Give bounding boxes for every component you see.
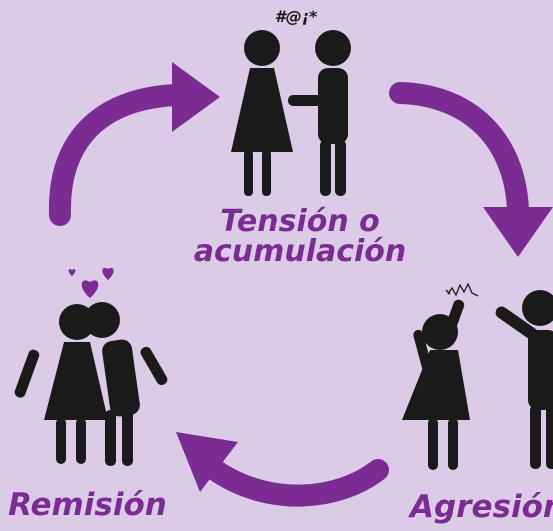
remision-couple-illustration — [14, 302, 168, 466]
stage-label-tension: Tensión o acumulación — [175, 207, 425, 267]
stage-label-tension-line2: acumulación — [193, 234, 407, 269]
arrow-top-left — [48, 62, 220, 226]
grawlix-symbols: #@¡* — [275, 7, 318, 26]
stage-label-remision: Remisión — [8, 487, 167, 523]
tension-couple-illustration — [231, 30, 351, 196]
agresion-couple-illustration — [402, 290, 553, 470]
arrow-bottom — [176, 432, 389, 507]
impact-lines-icon — [445, 282, 479, 297]
stage-label-agresion: Agresión — [410, 489, 553, 525]
stage-label-tension-line1: Tensión o — [220, 204, 380, 239]
hearts-icon — [68, 267, 114, 298]
arrow-top-right — [389, 82, 553, 257]
